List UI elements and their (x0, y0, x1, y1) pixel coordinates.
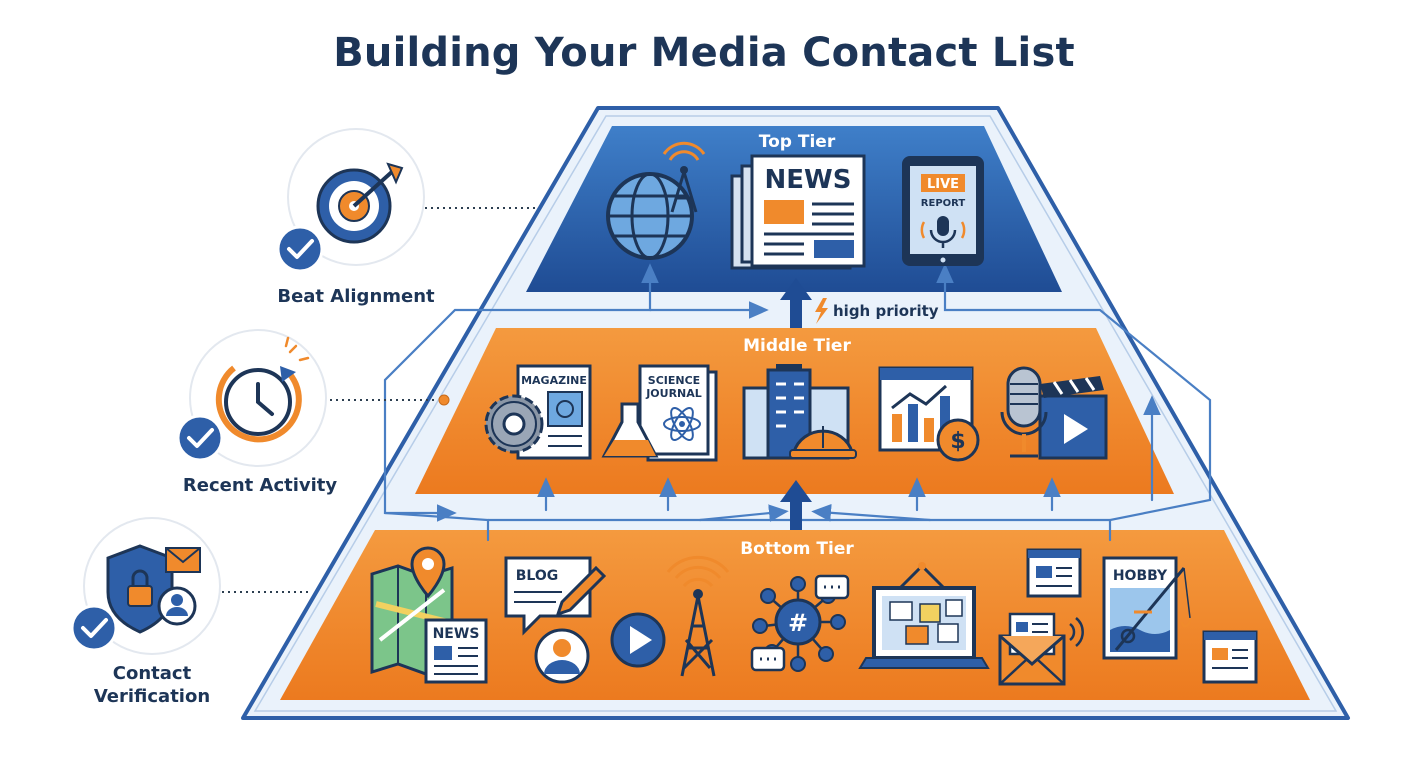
hobby-text: HOBBY (1113, 568, 1168, 584)
hashtag-text: # (788, 609, 808, 637)
leader-dot (438, 394, 450, 406)
local-news-text: NEWS (433, 626, 480, 642)
contact-verification-label: Contact Verification (93, 663, 211, 707)
bottom-tier-label: Bottom Tier (740, 539, 854, 559)
newsletter-email-icon (998, 548, 1084, 686)
top-tier-label: Top Tier (759, 132, 836, 152)
high-priority-label: high priority (833, 302, 939, 320)
live-text: LIVE (927, 177, 959, 192)
clock-refresh-icon (215, 336, 310, 443)
map-local-news-icon: NEWS (370, 546, 488, 684)
science-text: SCIENCE (648, 374, 700, 387)
beat-alignment-badge (276, 128, 425, 273)
dollar-text: $ (950, 429, 965, 454)
video-broadcast-icon (610, 555, 730, 677)
report-text: REPORT (921, 198, 966, 209)
hobby-fishing-icon: HOBBY (1102, 556, 1258, 684)
criteria-leaders (222, 207, 535, 593)
globe-antenna-icon (606, 141, 706, 260)
journal-text: JOURNAL (645, 387, 702, 400)
page-title: Building Your Media Contact List (333, 30, 1075, 76)
science-journal-icon: SCIENCE JOURNAL (601, 364, 718, 462)
check-badge-icon (70, 604, 118, 652)
check-badge-icon (276, 225, 324, 273)
newspaper-icon: NEWS (730, 154, 866, 270)
shield-lock-icon (106, 544, 201, 634)
target-icon (316, 162, 404, 244)
check-badge-icon (176, 414, 224, 462)
social-hashtag-icon: # (750, 574, 850, 672)
beat-alignment-label: Beat Alignment (277, 286, 435, 307)
contact-verification-badge (70, 517, 221, 655)
microphone-clapper-icon (1000, 366, 1108, 460)
tablet-live-report-icon: LIVE REPORT (902, 156, 984, 266)
analytics-dollar-icon: $ (878, 366, 980, 462)
recent-activity-label: Recent Activity (182, 475, 338, 496)
recent-activity-badge (176, 329, 327, 467)
middle-tier-label: Middle Tier (743, 336, 851, 356)
blog-avatar-icon: BLOG (504, 556, 607, 684)
flow-connectors (383, 263, 1212, 542)
priority-arrows (780, 278, 812, 530)
high-priority-note: high priority (815, 298, 939, 324)
building-hardhat-icon (742, 364, 857, 460)
magazine-gear-icon: MAGAZINE (484, 364, 592, 460)
news-text: NEWS (765, 165, 852, 195)
magazine-text: MAGAZINE (521, 374, 587, 387)
blog-text: BLOG (516, 568, 559, 584)
bulletin-board-laptop-icon (858, 562, 990, 669)
